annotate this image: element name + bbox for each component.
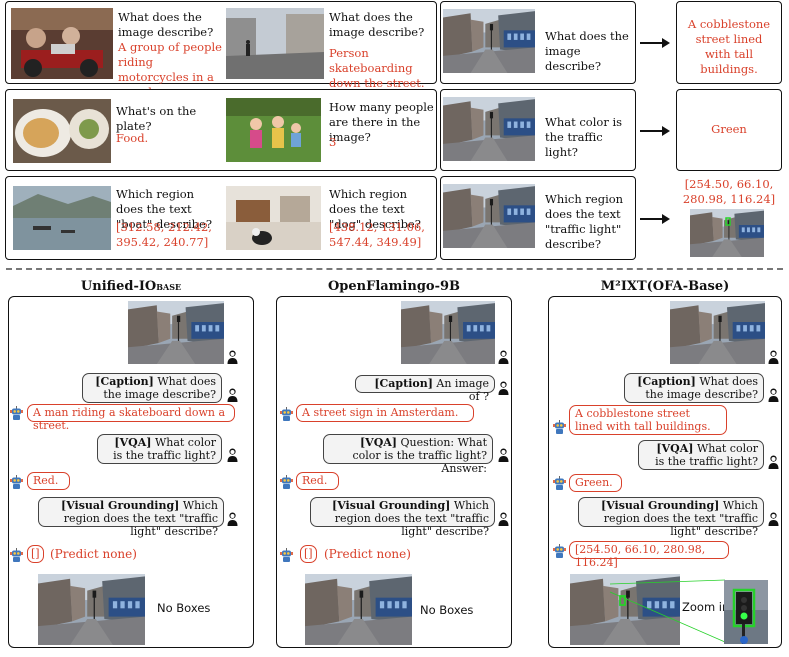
person-icon [227, 350, 238, 364]
robot-icon [280, 407, 293, 421]
person-icon [768, 350, 779, 364]
vqa-prompt-unified: [VQA] What color is the traffic light? [97, 434, 222, 464]
row1-a2: Person skateboarding down the street. [329, 46, 425, 90]
arrow-row2 [640, 126, 670, 135]
skateboard-photo [226, 8, 324, 79]
caption-answer-m2ixt: A cobblestone street lined with tall bui… [569, 405, 727, 435]
boat-photo [13, 186, 111, 250]
person-icon [227, 448, 238, 462]
person-icon [498, 512, 509, 526]
vg-prompt-flamingo: [Visual Grounding] Which region does the… [310, 497, 495, 538]
row3-answer: [254.50, 66.10, 280.98, 116.24] [682, 177, 776, 206]
street-photo-m1 [670, 301, 765, 364]
vqa-prompt-m2ixt: [VQA] What color is the traffic light? [638, 440, 764, 470]
street-photo-row3-box [690, 209, 764, 257]
vg-answer-flamingo: [] [300, 545, 317, 563]
predict-none-unified: (Predict none) [50, 547, 137, 561]
row2-a1: Food. [116, 131, 149, 145]
caption-prompt-flamingo: [Caption] An image of ? [355, 375, 495, 403]
predict-none-flamingo: (Predict none) [324, 547, 411, 561]
panel-flamingo [276, 296, 512, 648]
dog-photo [226, 186, 321, 250]
vqa-prompt-flamingo: [VQA] Question: What color is the traffi… [323, 434, 493, 475]
arrow-row1 [640, 38, 670, 47]
answer-frame-row2 [676, 89, 782, 171]
row3-a2: [438.12, 131.06, 547.44, 349.49] [329, 220, 425, 249]
vg-prompt-m2ixt: [Visual Grounding] Which region does the… [578, 497, 764, 538]
row1-q1: What does the image describe? [118, 10, 214, 39]
vg-answer-m2ixt: [254.50, 66.10, 280.98, 116.24] [569, 541, 729, 569]
zoom-lines [609, 579, 726, 643]
vqa-answer-unified: Red. [27, 472, 70, 490]
parade-photo [11, 8, 113, 79]
result-unified: No Boxes [157, 601, 211, 615]
row1-answer: A cobblestone street lined with tall bui… [687, 17, 771, 76]
robot-icon [10, 406, 23, 420]
row1-q3: What does the image describe? [545, 29, 629, 73]
row3-q3: Which region does the text "traffic ligh… [545, 192, 624, 251]
children-photo [226, 98, 321, 162]
person-icon [498, 381, 509, 395]
panel-title-flamingo: OpenFlamingo-9B [327, 279, 461, 294]
robot-icon [553, 420, 566, 434]
food-photo [13, 99, 111, 163]
row3-a1: [312.58, 212.42, 395.42, 240.77] [116, 220, 212, 249]
caption-prompt-unified: [Caption] What does the image describe? [82, 373, 222, 403]
person-icon [498, 350, 509, 364]
row3-q2: Which region does the text "dog" describ… [329, 187, 421, 231]
person-icon [768, 388, 779, 402]
vqa-answer-m2ixt: Green. [569, 474, 622, 492]
robot-icon [280, 548, 293, 562]
row1-a1: A group of people riding motorcycles in … [118, 40, 222, 99]
row2-answer: Green [711, 122, 747, 136]
row1-q2: What does the image describe? [329, 10, 425, 39]
answer-frame-row1 [676, 1, 782, 84]
panel-title-unified: Unified-IOBASE [80, 279, 182, 294]
panel-m2ixt [548, 296, 782, 648]
vg-prompt-unified: [Visual Grounding] Which region does the… [38, 497, 224, 538]
person-icon [498, 448, 509, 462]
street-photo-u1 [128, 301, 224, 364]
panel-unified [8, 296, 254, 648]
street-photo-m2 [570, 574, 680, 645]
street-photo-f1 [401, 301, 495, 364]
traffic-light-zoom [724, 580, 768, 644]
row3-q1: Which region does the text "boat" descri… [116, 187, 213, 231]
person-icon [227, 512, 238, 526]
robot-icon [553, 544, 566, 558]
person-icon [768, 512, 779, 526]
zoom-label: Zoom in [682, 600, 730, 614]
vqa-answer-flamingo: Red. [296, 472, 339, 490]
row2-q1: What's on the plate? [116, 104, 197, 133]
section-divider [6, 268, 783, 270]
caption-answer-unified: A man riding a skateboard down a street. [27, 404, 235, 432]
row2-q2: How many people are there in the image? [329, 100, 434, 144]
street-photo-row3 [443, 184, 535, 248]
row2-q3: What color is the traffic light? [545, 115, 623, 159]
panel-title-m2ixt: M²IXT(OFA-Base) [600, 279, 730, 294]
row2-a2: 3 [329, 135, 337, 149]
caption-answer-flamingo: A street sign in Amsterdam. [296, 404, 474, 422]
person-icon [768, 455, 779, 469]
robot-icon [10, 548, 23, 562]
person-icon [227, 388, 238, 402]
robot-icon [553, 476, 566, 490]
street-photo-row2 [443, 97, 535, 161]
robot-icon [10, 475, 23, 489]
caption-prompt-m2ixt: [Caption] What does the image describe? [624, 373, 764, 403]
street-photo-row1 [443, 9, 535, 73]
robot-icon [280, 475, 293, 489]
street-photo-u2 [38, 574, 145, 645]
vg-answer-unified: [] [27, 545, 44, 563]
arrow-row3 [640, 214, 670, 223]
street-photo-f2 [305, 574, 412, 645]
result-flamingo: No Boxes [420, 603, 474, 617]
